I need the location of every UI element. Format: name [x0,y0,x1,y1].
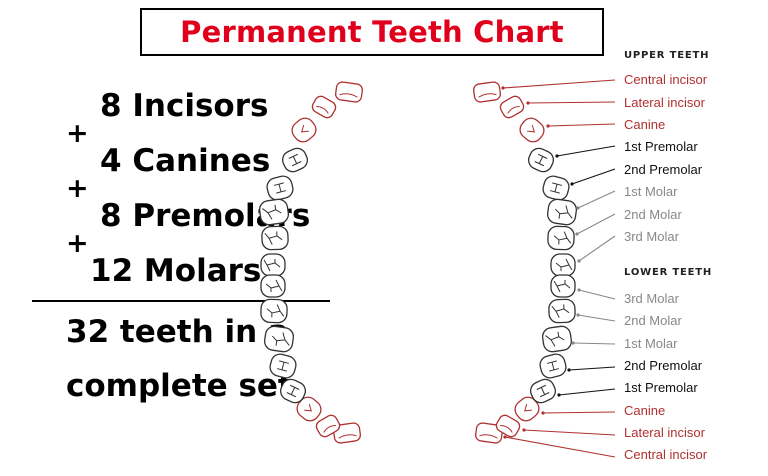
upper-leader-dot-3rd-molar [577,259,581,263]
total-line-1: 32 teeth in a [66,314,289,350]
upper-right-lateral-incisor-tooth [499,95,525,119]
lower-label-1st-premolar: 1st Premolar [624,380,698,395]
upper-leader-line-central-incisor [502,79,616,89]
upper-leader-line-3rd-molar [578,235,616,262]
upper-right-1st-molar-tooth [546,198,578,226]
lower-left-3rd-molar-tooth [260,274,286,298]
upper-leader-dot-central-incisor [501,86,505,90]
lower-label-canine: Canine [624,403,666,418]
lower-right-2nd-molar-tooth [548,298,576,324]
upper-leader-dot-1st-molar [576,206,580,210]
upper-label-3rd-molar: 3rd Molar [624,229,679,244]
upper-label-1st-premolar: 1st Premolar [624,139,698,154]
total-line-2: complete set [66,368,293,404]
lower-right-1st-premolar-tooth [529,378,557,404]
lower-right-3rd-molar-tooth [550,274,576,298]
upper-leader-line-2nd-molar [576,213,616,235]
upper-label-lateral-incisor: Lateral incisor [624,95,705,110]
upper-left-central-incisor-tooth [335,81,363,103]
lower-teeth-heading: LOWER TEETH [624,267,713,278]
upper-label-central-incisor: Central incisor [624,72,708,87]
lower-left-2nd-premolar-tooth [269,353,297,379]
upper-leader-line-1st-molar [577,190,616,209]
lower-leader-dot-2nd-molar [576,313,580,317]
upper-leader-line-lateral-incisor [527,101,616,104]
upper-left-2nd-premolar-tooth [266,175,294,201]
upper-label-2nd-molar: 2nd Molar [624,207,682,222]
lower-right-2nd-premolar-tooth [539,353,567,379]
canines-count: 4 Canines [100,143,271,179]
lower-leader-line-lateral-incisor [523,429,616,436]
upper-leader-dot-canine [546,124,550,128]
lower-leader-line-1st-molar [572,342,616,345]
upper-label-2nd-premolar: 2nd Premolar [624,162,703,177]
lower-leader-dot-2nd-premolar [567,368,571,372]
lower-left-1st-premolar-tooth [279,378,307,404]
upper-right-central-incisor-tooth [473,81,501,103]
lower-label-2nd-premolar: 2nd Premolar [624,358,703,373]
upper-right-1st-premolar-tooth [527,147,555,173]
lower-leader-line-2nd-premolar [568,366,616,371]
upper-left-1st-premolar-tooth [281,147,309,173]
lower-label-lateral-incisor: Lateral incisor [624,425,705,440]
lower-right-central-incisor-tooth [475,422,503,444]
upper-left-lateral-incisor-tooth [311,95,337,119]
upper-leader-line-1st-premolar [556,145,616,157]
upper-label-canine: Canine [624,117,666,132]
upper-leader-dot-2nd-molar [575,232,579,236]
upper-left-canine-tooth [291,117,317,143]
upper-right-canine-tooth [519,117,545,143]
lower-right-lateral-incisor-tooth [495,414,521,438]
lower-left-1st-molar-tooth [263,325,295,353]
lower-right-1st-molar-tooth [541,325,573,353]
incisors-count: 8 Incisors [100,88,269,124]
upper-label-1st-molar: 1st Molar [624,184,678,199]
lower-label-central-incisor: Central incisor [624,447,708,462]
lower-leader-dot-canine [541,411,545,415]
upper-left-2nd-molar-tooth [261,225,289,251]
lower-leader-dot-lateral-incisor [522,428,526,432]
lower-leader-dot-3rd-molar [577,288,581,292]
lower-left-2nd-molar-tooth [260,298,288,324]
upper-right-2nd-premolar-tooth [542,175,570,201]
page-title: Permanent Teeth Chart [180,15,564,49]
lower-label-1st-molar: 1st Molar [624,336,678,351]
upper-left-3rd-molar-tooth [260,253,286,277]
lower-leader-line-2nd-molar [577,314,616,322]
title-box: Permanent Teeth Chart [140,8,604,56]
lower-leader-dot-central-incisor [503,435,507,439]
molars-count: 12 Molars [90,253,262,289]
upper-left-1st-molar-tooth [258,198,290,226]
upper-right-2nd-molar-tooth [547,225,575,251]
lower-leader-line-3rd-molar [578,289,616,300]
lower-label-3rd-molar: 3rd Molar [624,291,679,306]
upper-leader-dot-lateral-incisor [526,101,530,105]
sum-divider [32,300,330,302]
plus-sign-3: + [66,228,89,259]
upper-leader-dot-2nd-premolar [570,182,574,186]
plus-sign-1: + [66,118,89,149]
upper-leader-line-2nd-premolar [571,168,616,185]
plus-sign-2: + [66,173,89,204]
upper-right-3rd-molar-tooth [550,253,576,277]
lower-leader-line-central-incisor [504,436,616,458]
upper-teeth-heading: UPPER TEETH [624,50,710,61]
lower-label-2nd-molar: 2nd Molar [624,313,682,328]
upper-leader-line-canine [547,123,616,127]
lower-leader-line-1st-premolar [558,388,616,396]
lower-left-lateral-incisor-tooth [315,414,341,438]
lower-leader-line-canine [542,411,616,414]
lower-leader-dot-1st-premolar [557,393,561,397]
lower-left-central-incisor-tooth [333,422,361,444]
lower-leader-dot-1st-molar [571,341,575,345]
upper-leader-dot-1st-premolar [555,154,559,158]
